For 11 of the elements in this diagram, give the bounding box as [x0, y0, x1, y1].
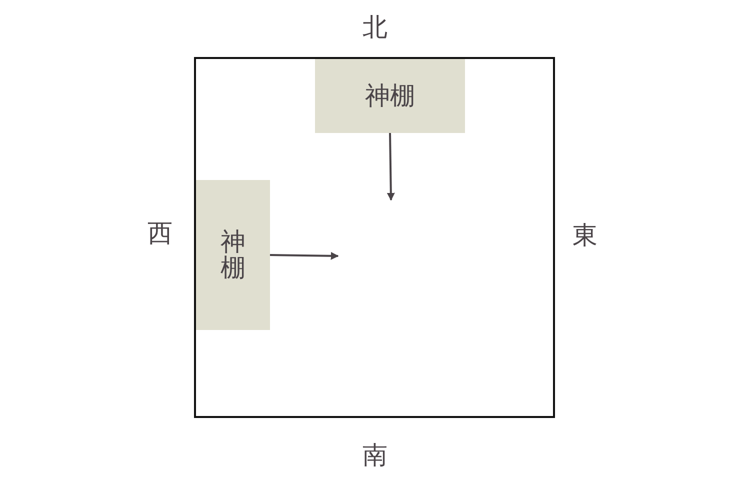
arrow — [270, 252, 339, 260]
direction-label: 西 — [148, 218, 172, 250]
direction-label: 東 — [572, 220, 598, 252]
shrine-shelf — [315, 59, 465, 133]
room-outline — [194, 57, 555, 418]
shrine-shelf — [196, 180, 270, 330]
direction-label: 南 — [362, 440, 388, 472]
shelf-label: 神棚 — [220, 228, 246, 282]
direction-label: 北 — [362, 12, 388, 44]
arrow — [386, 132, 395, 201]
shelf-label: 神棚 — [365, 82, 415, 110]
